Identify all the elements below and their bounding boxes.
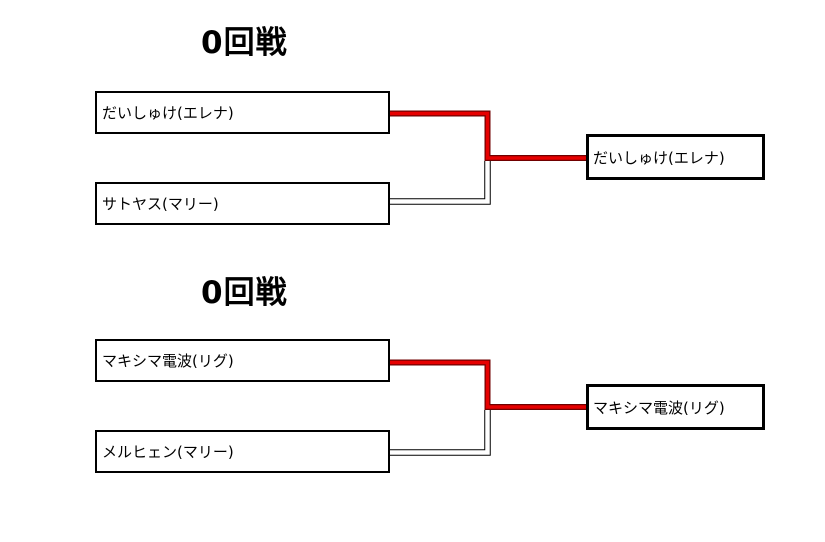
player-box: マキシマ電波(リグ) — [95, 339, 390, 382]
player-name: マキシマ電波(リグ) — [102, 352, 234, 370]
loser-line-fill — [390, 161, 490, 204]
player-name: メルヒェン(マリー) — [102, 443, 234, 461]
loser-line — [390, 410, 491, 456]
winner-name: だいしゅけ(エレナ) — [593, 148, 725, 167]
loser-line — [390, 161, 491, 205]
player-name: サトヤス(マリー) — [102, 195, 219, 213]
round-heading: 0回戦 — [201, 275, 288, 311]
winner-name: マキシマ電波(リグ) — [593, 398, 725, 417]
round-heading: 0回戦 — [201, 25, 288, 61]
winner-line-fill — [390, 111, 586, 160]
player-name: だいしゅけ(エレナ) — [102, 104, 234, 122]
winner-box: だいしゅけ(エレナ) — [586, 134, 765, 180]
winner-box: マキシマ電波(リグ) — [586, 384, 765, 430]
player-box: サトヤス(マリー) — [95, 182, 390, 225]
winner-line-fill — [390, 360, 586, 409]
loser-line-fill — [390, 410, 490, 455]
player-box: だいしゅけ(エレナ) — [95, 91, 390, 134]
player-box: メルヒェン(マリー) — [95, 430, 390, 473]
